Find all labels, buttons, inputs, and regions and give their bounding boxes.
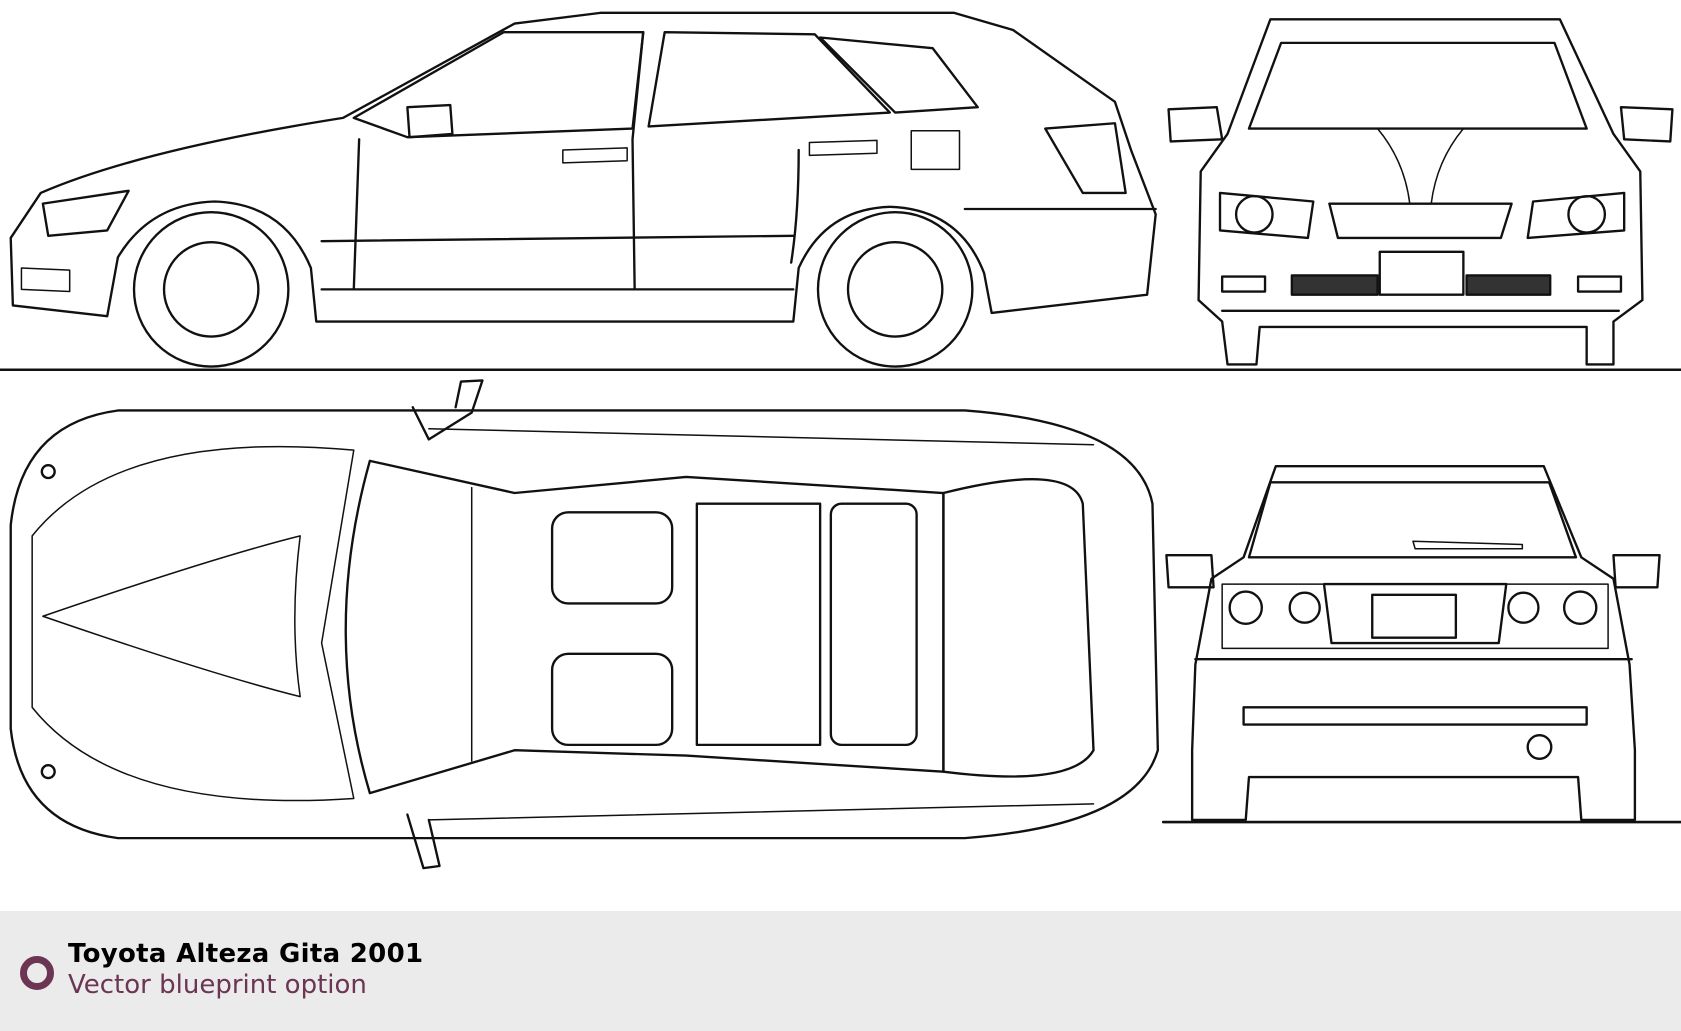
ring-icon (20, 956, 54, 990)
rear-view (1165, 465, 1661, 822)
front-view (1167, 18, 1674, 366)
top-view (9, 379, 1160, 870)
caption-footer: Toyota Alteza Gita 2001 Vector blueprint… (0, 911, 1681, 1031)
blueprint-subtitle[interactable]: Vector blueprint option (68, 970, 367, 1000)
side-view (9, 11, 1157, 368)
blueprint-title: Toyota Alteza Gita 2001 (68, 939, 424, 969)
side-front-wheel (132, 211, 290, 368)
car-blueprint-drawing (0, 11, 1681, 870)
side-rear-wheel (816, 211, 974, 368)
